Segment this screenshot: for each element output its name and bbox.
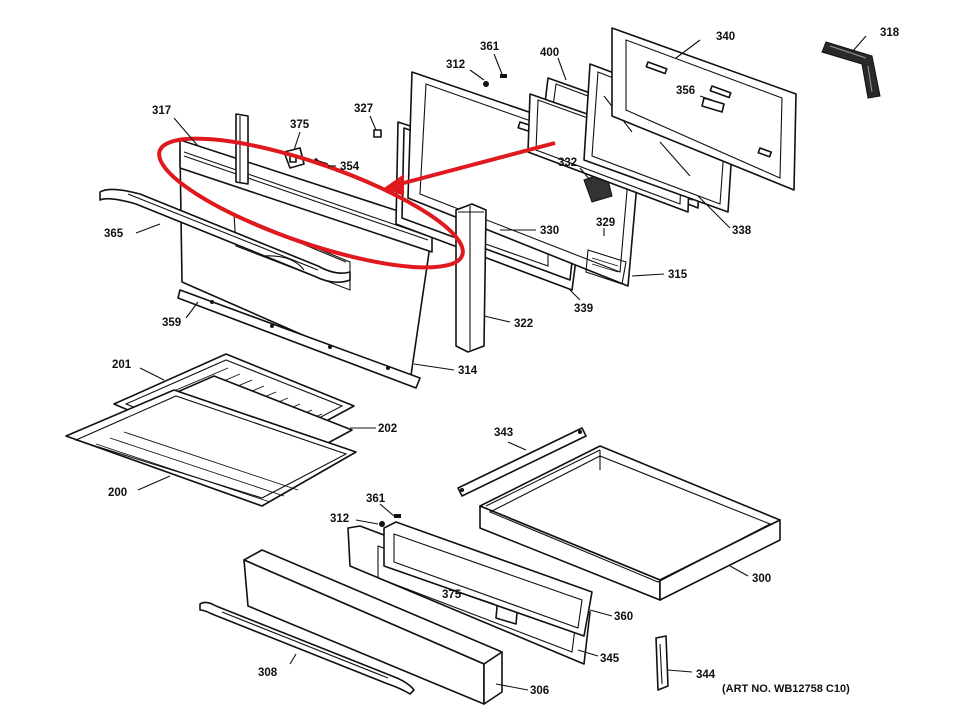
drawer-slide-344 bbox=[655, 635, 669, 691]
callout-359: 359 bbox=[162, 317, 181, 329]
callout-200: 200 bbox=[108, 487, 127, 499]
drawer-body-300 bbox=[479, 445, 781, 601]
callout-344: 344 bbox=[696, 669, 716, 681]
callout-318: 318 bbox=[880, 27, 900, 39]
callout-356: 356 bbox=[676, 85, 695, 97]
callout-345: 345 bbox=[600, 653, 620, 665]
callout-343: 343 bbox=[494, 427, 513, 439]
callout-361-lower: 361 bbox=[366, 493, 386, 505]
gasket-318 bbox=[821, 41, 881, 99]
highlight-annotation bbox=[157, 136, 556, 270]
art-number-note: (ART NO. WB12758 C10) bbox=[722, 683, 850, 695]
door-bottom-trim-359 bbox=[177, 289, 421, 389]
callout-361-upper: 361 bbox=[480, 41, 500, 53]
callout-308: 308 bbox=[258, 667, 278, 679]
callout-327: 327 bbox=[354, 103, 373, 115]
callout-329: 329 bbox=[596, 217, 615, 229]
callout-201: 201 bbox=[112, 359, 132, 371]
clip-327 bbox=[373, 129, 382, 138]
callout-306: 306 bbox=[530, 685, 549, 697]
drawer-rail-343 bbox=[457, 427, 587, 497]
callout-300: 300 bbox=[752, 573, 771, 585]
drawer-glass-360 bbox=[383, 521, 593, 637]
callout-314: 314 bbox=[458, 365, 478, 377]
callout-312-upper: 312 bbox=[446, 59, 465, 71]
inner-door-frame-340 bbox=[611, 27, 797, 191]
door-hinge-bracket bbox=[235, 113, 249, 185]
screw-pair-312-361-lower bbox=[379, 514, 401, 527]
callout-365: 365 bbox=[104, 228, 124, 240]
callout-375-upper: 375 bbox=[290, 119, 310, 131]
drawer-handle-308 bbox=[199, 601, 415, 695]
callout-317: 317 bbox=[152, 105, 171, 117]
callout-315: 315 bbox=[668, 269, 688, 281]
callout-340: 340 bbox=[716, 31, 735, 43]
callout-338: 338 bbox=[732, 225, 752, 237]
callout-322: 322 bbox=[514, 318, 533, 330]
drawer-front-306 bbox=[243, 549, 503, 705]
door-side-channel-322 bbox=[455, 203, 487, 353]
callout-330: 330 bbox=[540, 225, 559, 237]
door-handle-365 bbox=[99, 188, 351, 284]
screw-pair-312-361 bbox=[483, 74, 507, 87]
callout-375-lower: 375 bbox=[442, 589, 462, 601]
callout-312-lower: 312 bbox=[330, 513, 349, 525]
callout-339: 339 bbox=[574, 303, 593, 315]
callout-202: 202 bbox=[378, 423, 397, 435]
callout-354: 354 bbox=[340, 161, 360, 173]
leader-lines bbox=[135, 35, 867, 691]
oven-rack-200 bbox=[65, 389, 357, 507]
callout-labels: 317 365 359 314 375 354 327 312 361 400 … bbox=[104, 27, 900, 697]
callout-360: 360 bbox=[614, 611, 633, 623]
callout-400: 400 bbox=[540, 47, 559, 59]
callout-332: 332 bbox=[558, 157, 577, 169]
